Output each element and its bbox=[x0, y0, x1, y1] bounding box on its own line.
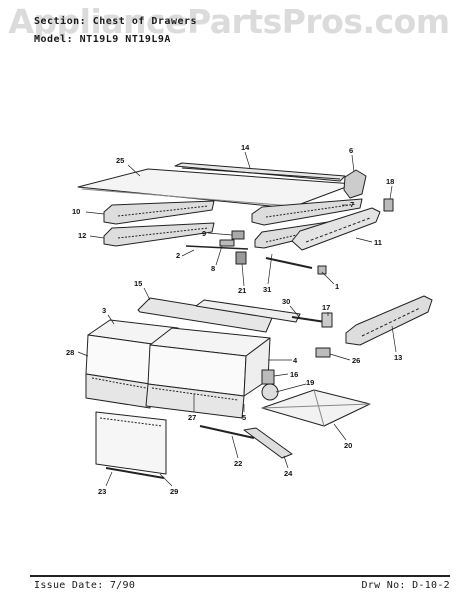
callout-30: 30 bbox=[282, 297, 290, 306]
callout-4: 4 bbox=[293, 356, 298, 365]
issue-date: Issue Date: 7/90 bbox=[34, 580, 135, 591]
callout-22: 22 bbox=[234, 459, 242, 468]
part-left-rail-lower bbox=[103, 222, 215, 247]
callout-11: 11 bbox=[374, 238, 382, 247]
part-rail-cap bbox=[235, 251, 247, 265]
callout-20: 20 bbox=[344, 441, 352, 450]
callout-19: 19 bbox=[306, 378, 314, 387]
part-small-clip bbox=[383, 198, 394, 212]
callout-7: 7 bbox=[350, 200, 354, 209]
callout-29: 29 bbox=[170, 487, 178, 496]
model-label: Model: bbox=[34, 34, 74, 45]
issue-date-value: 7/90 bbox=[109, 580, 136, 591]
callout-24: 24 bbox=[284, 469, 293, 478]
callout-10: 10 bbox=[72, 207, 80, 216]
drawing-number-value: D-10-2 bbox=[412, 580, 450, 591]
callout-5: 5 bbox=[242, 413, 246, 422]
section-header: Section: Chest of Drawers bbox=[34, 16, 197, 27]
part-screw bbox=[317, 265, 327, 275]
drawing-number: Drw No: D-10-2 bbox=[361, 580, 450, 591]
callout-9: 9 bbox=[202, 229, 206, 238]
model-header: Model: NT19L9 NT19L9A bbox=[34, 34, 171, 45]
part-corner-bracket bbox=[343, 169, 367, 199]
callout-8: 8 bbox=[211, 264, 215, 273]
issue-date-label: Issue Date: bbox=[34, 580, 104, 591]
section-label: Section: bbox=[34, 16, 87, 27]
part-tray bbox=[261, 389, 371, 427]
part-upper-frame bbox=[137, 297, 301, 333]
part-hinge-block bbox=[321, 312, 333, 328]
part-bottom-rail bbox=[243, 427, 293, 459]
callout-16: 16 bbox=[290, 370, 298, 379]
part-latch bbox=[315, 347, 331, 358]
part-wire bbox=[265, 257, 313, 269]
callout-31: 31 bbox=[263, 285, 271, 294]
part-rear-trim bbox=[174, 162, 346, 182]
callout-26: 26 bbox=[352, 356, 360, 365]
drawing-number-label: Drw No: bbox=[361, 580, 406, 591]
footer-rule bbox=[30, 575, 450, 577]
callout-1: 1 bbox=[335, 282, 339, 291]
callout-13: 13 bbox=[394, 353, 402, 362]
part-left-rail-upper bbox=[103, 200, 215, 225]
part-right-side-rail bbox=[345, 295, 433, 346]
callout-17: 17 bbox=[322, 303, 330, 312]
callout-25: 25 bbox=[116, 156, 124, 165]
callout-14: 14 bbox=[241, 143, 250, 152]
part-right-rail bbox=[251, 198, 363, 226]
part-rail-stop bbox=[219, 239, 235, 247]
callout-12: 12 bbox=[78, 231, 86, 240]
callout-28: 28 bbox=[66, 348, 74, 357]
callout-27: 27 bbox=[188, 413, 196, 422]
callout-21: 21 bbox=[238, 286, 246, 295]
section-value: Chest of Drawers bbox=[92, 16, 198, 27]
model-value: NT19L9 NT19L9A bbox=[79, 34, 171, 45]
part-rod bbox=[185, 245, 249, 250]
callout-23: 23 bbox=[98, 487, 106, 496]
callout-2: 2 bbox=[176, 251, 180, 260]
part-panel-strip bbox=[105, 467, 165, 479]
part-bottom-rod bbox=[199, 425, 255, 439]
callout-3: 3 bbox=[102, 306, 106, 315]
part-round-knob bbox=[261, 383, 279, 401]
part-right-slide bbox=[291, 207, 381, 251]
watermark: AppliancePartsPros.com bbox=[8, 2, 450, 41]
callout-6: 6 bbox=[349, 146, 353, 155]
part-front-panel bbox=[95, 411, 167, 475]
callout-15: 15 bbox=[134, 279, 142, 288]
callout-18: 18 bbox=[386, 177, 394, 186]
